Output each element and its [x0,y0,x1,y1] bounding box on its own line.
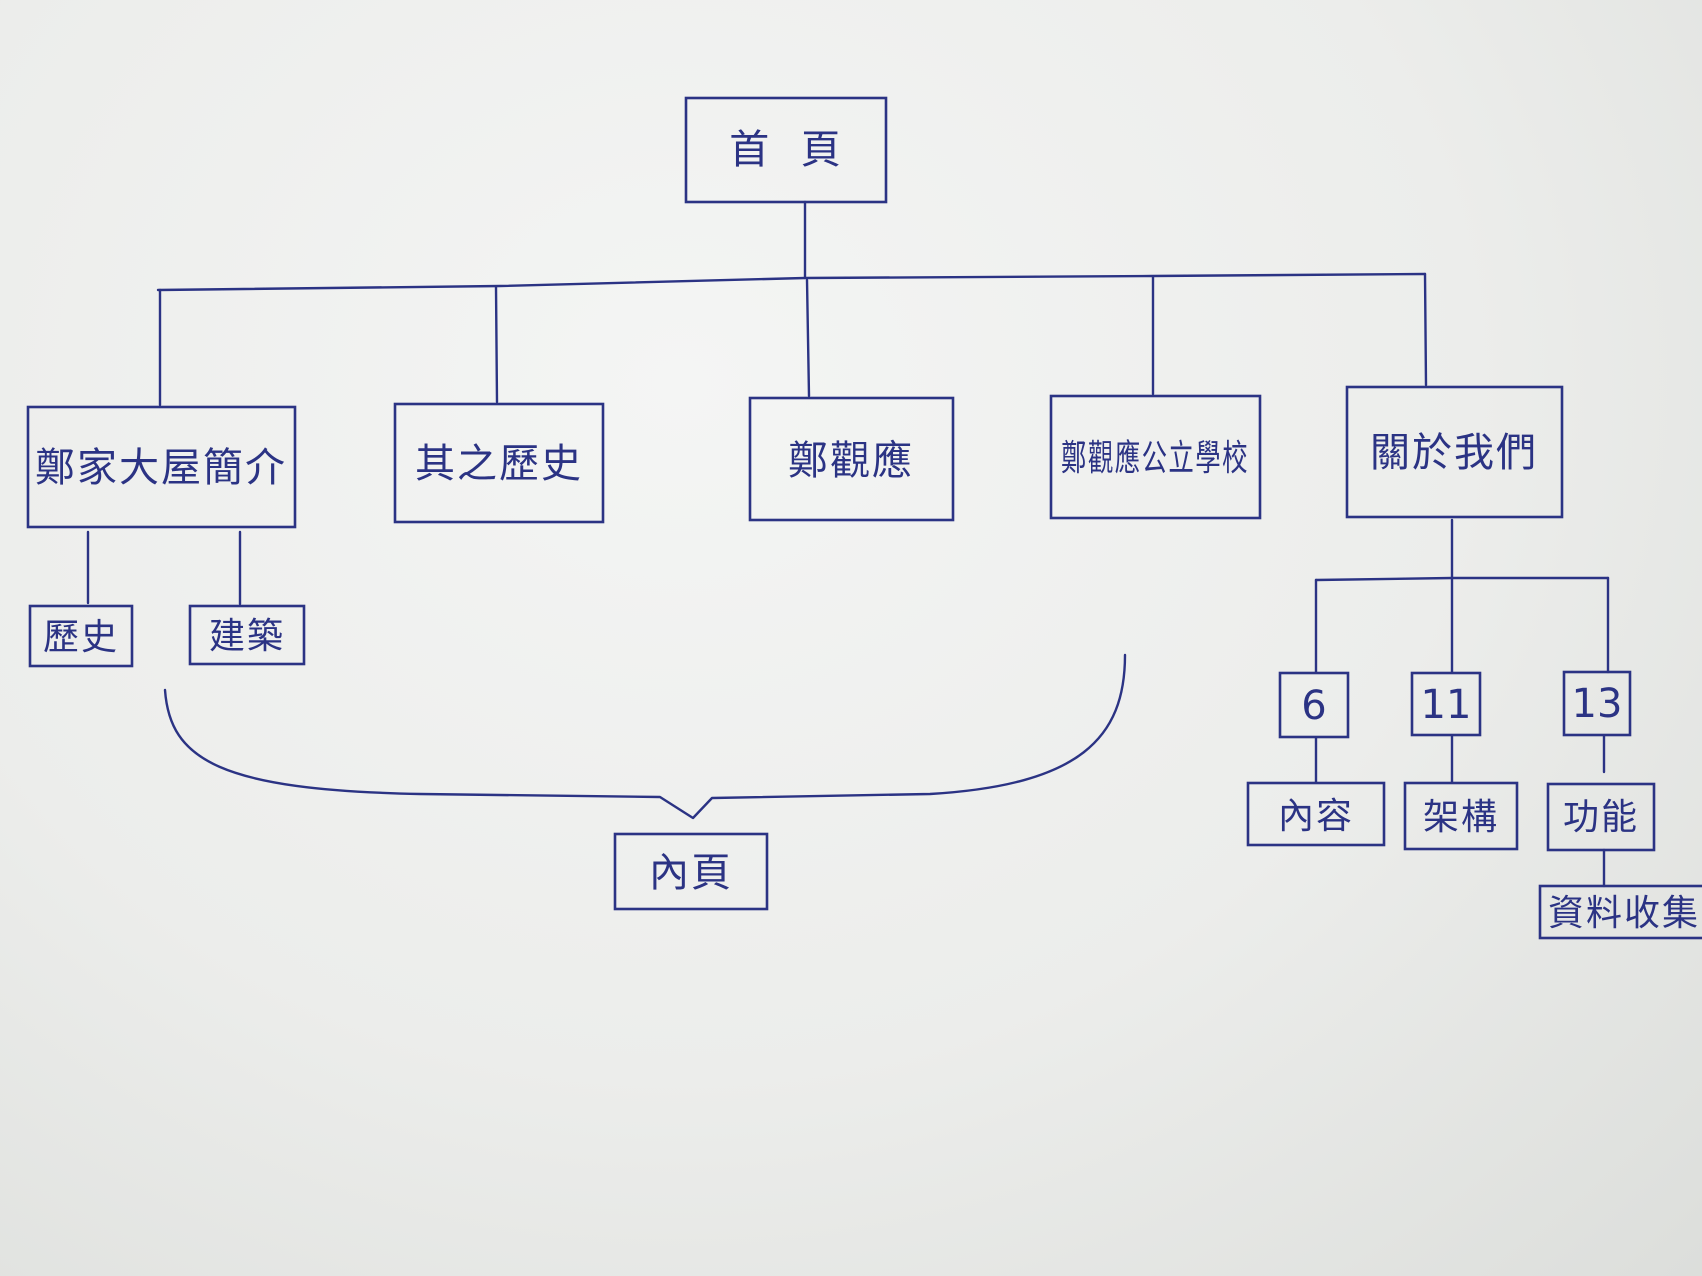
node-inner-page: 內頁 [613,832,769,911]
node-13: 13 [1562,670,1632,737]
node-history: 歷史 [28,604,134,668]
node-13-label: 13 [1572,681,1623,727]
node-database-label: 資料收集 [1548,893,1700,934]
node-6: 6 [1278,671,1350,739]
node-11: 11 [1410,671,1482,737]
node-inner-page-label: 內頁 [649,850,733,896]
node-zheng-guanying: 鄭觀應 [748,396,955,522]
node-content: 內容 [1246,781,1386,847]
node-about-us-label: 關於我們 [1370,430,1538,476]
node-content-label: 內容 [1278,796,1354,837]
node-zheng-school: 鄭觀應公立學校 [1049,394,1262,520]
node-structure-label: 架構 [1423,797,1499,838]
node-zheng-school-label: 鄭觀應公立學校 [1061,438,1249,479]
node-6-label: 6 [1301,683,1326,729]
inner-page-brace [163,653,1127,820]
node-history-label: 歷史 [43,617,119,658]
node-zheng-guanying-label: 鄭觀應 [788,438,914,484]
node-architecture-label: 建築 [209,616,285,657]
node-database: 資料收集 [1538,884,1702,940]
node-mansion-intro-label: 鄭家大屋簡介 [35,445,287,491]
node-about-us: 關於我們 [1345,385,1564,519]
connector-lines [86,200,1610,888]
node-home: 首 頁 [684,96,888,204]
node-structure: 架構 [1403,781,1519,851]
node-its-history-label: 其之歷史 [415,441,583,487]
node-home-label: 首 頁 [729,127,842,173]
node-architecture: 建築 [188,604,306,666]
node-its-history: 其之歷史 [393,402,605,524]
node-11-label: 11 [1421,682,1472,728]
node-function: 功能 [1546,782,1656,852]
node-mansion-intro: 鄭家大屋簡介 [26,405,297,529]
node-function-label: 功能 [1563,797,1639,838]
